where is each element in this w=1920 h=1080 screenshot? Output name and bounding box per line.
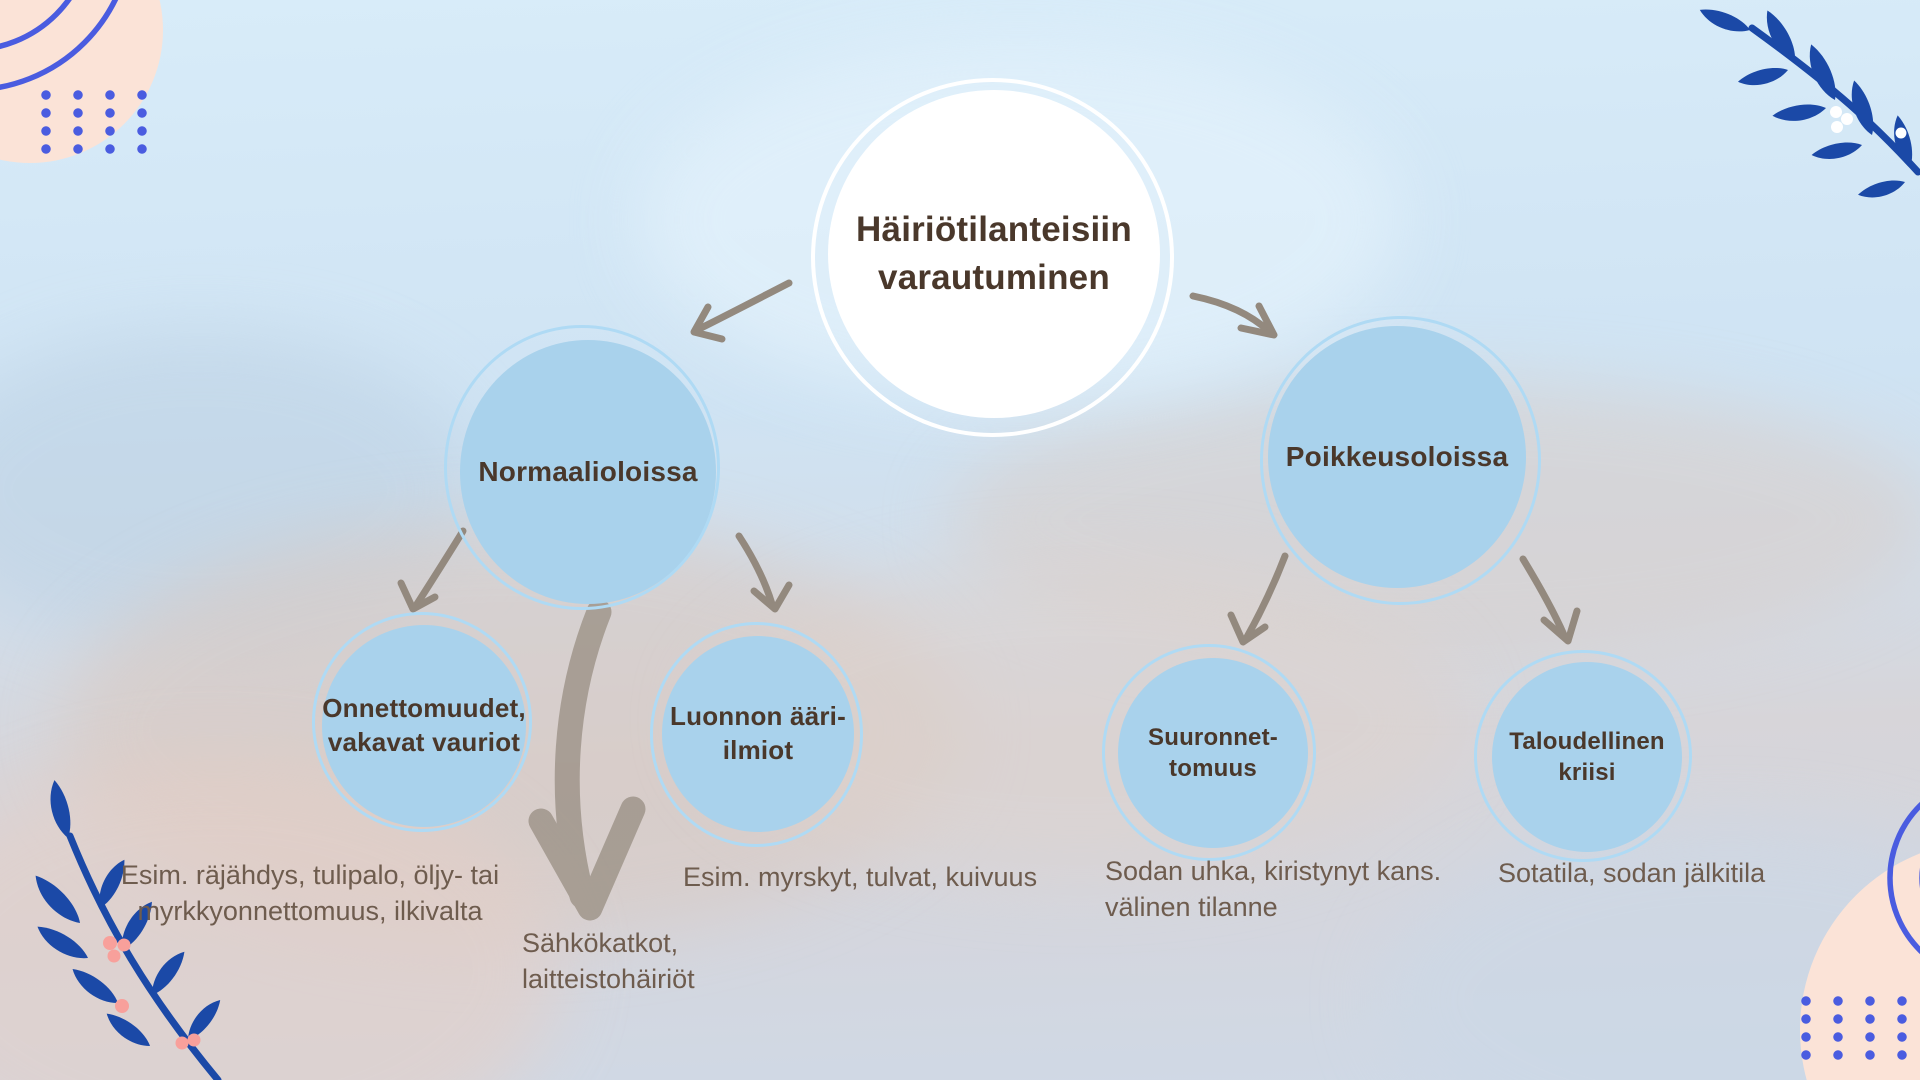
node-label: Poikkeusoloissa: [1285, 440, 1509, 472]
node-label: Suuronnet- tomuus: [1148, 723, 1278, 782]
note-war-threat: Sodan uhka, kiristynyt kans. välinen til…: [1105, 856, 1442, 922]
node-title: Häiriötilanteisiin varautuminen: [811, 78, 1174, 437]
node-exceptional-conditions: Poikkeusoloissa: [1260, 316, 1541, 605]
decorative-arcs-top-left: [0, 0, 119, 90]
note-power-outages: Sähkökatkot, laitteistohäiriöt: [522, 928, 695, 994]
node-label: Onnettomuudet, vakavat vauriot: [322, 693, 526, 757]
white-berries: [1830, 106, 1907, 139]
decorative-arcs-bottom-right: [1887, 801, 1920, 955]
diagram-title: Häiriötilanteisiin varautuminen: [856, 209, 1132, 297]
arrow-exception-to-economic: [1519, 555, 1581, 645]
node-accidents: Onnettomuudet, vakavat vauriot: [312, 612, 532, 832]
arrow-exception-to-major: [1227, 552, 1289, 646]
arrow-normal-to-power: [528, 599, 646, 921]
dot-grid-bottom-right: [1790, 992, 1918, 1062]
node-label: Normaalioloissa: [478, 455, 698, 487]
dot-grid-top-left: [30, 86, 158, 158]
node-natural-extremes: Luonnon ääri- ilmiot: [650, 622, 863, 847]
node-label: Taloudellinen kriisi: [1509, 727, 1665, 786]
note-nature-examples: Esim. myrskyt, tulvat, kuivuus: [683, 862, 1038, 892]
arrow-center-to-normal: [690, 279, 793, 343]
arrow-center-to-exception: [1189, 292, 1278, 339]
arrow-normal-to-nature: [735, 532, 793, 613]
leaf-branch-top-right: [1699, 9, 1920, 198]
node-normal-conditions: Normaalioloissa: [444, 325, 720, 610]
node-major-accident: Suuronnet- tomuus: [1102, 644, 1316, 861]
node-label: Luonnon ääri- ilmiot: [670, 701, 846, 765]
node-economic-crisis: Taloudellinen kriisi: [1474, 650, 1692, 862]
note-accidents-examples: Esim. räjähdys, tulipalo, öljy- tai myrk…: [120, 860, 500, 926]
note-war-state: Sotatila, sodan jälkitila: [1498, 858, 1766, 888]
arrow-normal-to-accidents: [397, 527, 467, 613]
pink-berries: [103, 936, 201, 1050]
leaf-branch-bottom-left: [35, 780, 222, 1080]
